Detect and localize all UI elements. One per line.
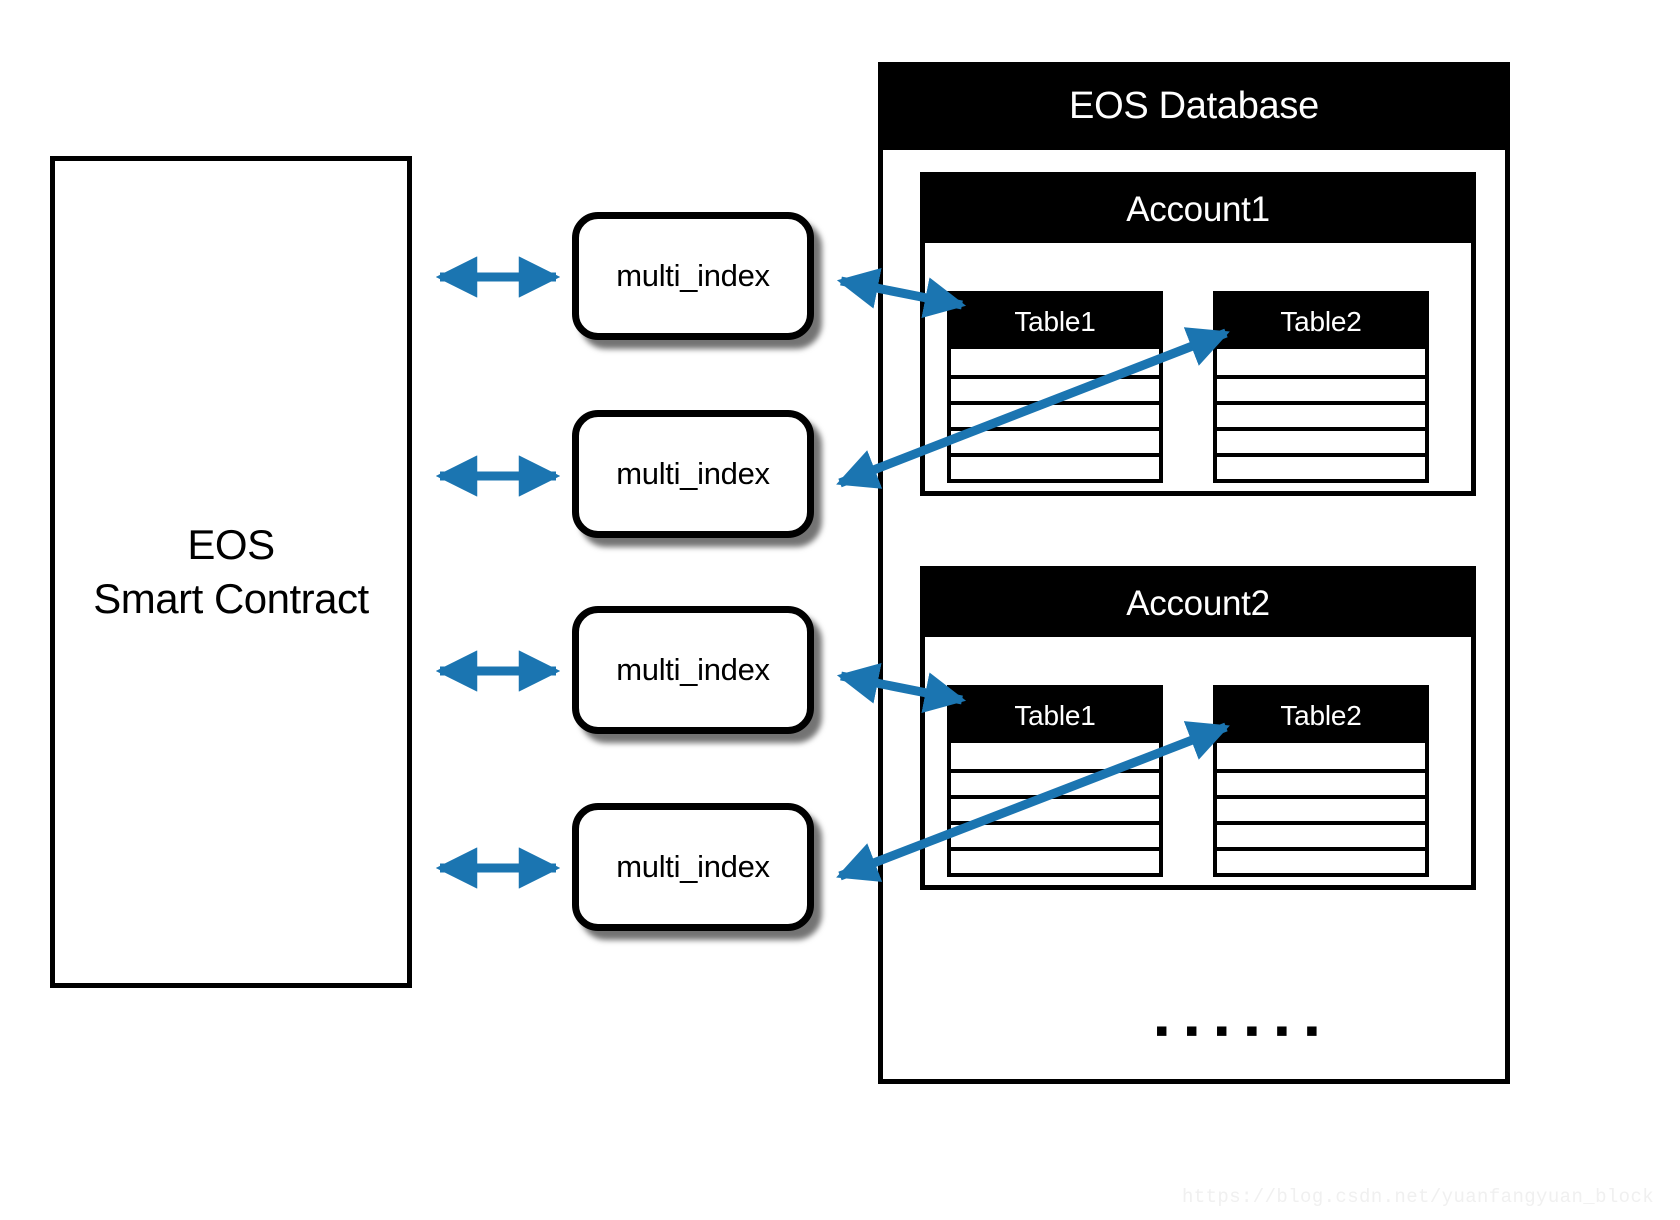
table-row — [1217, 401, 1425, 427]
table-row — [1217, 821, 1425, 847]
table-row — [951, 769, 1159, 795]
account-title-2: Account2 — [925, 571, 1471, 637]
eos-smart-contract-label: EOS Smart Contract — [93, 521, 369, 622]
table-row — [951, 821, 1159, 847]
account1-table1-box[interactable]: Table1 — [947, 291, 1163, 483]
account1-table2-title: Table2 — [1217, 295, 1425, 349]
multi-index-box-3[interactable]: multi_index — [572, 606, 814, 734]
account-body-2: Table1 Table2 — [925, 637, 1471, 885]
table-row — [1217, 375, 1425, 401]
multi-index-box-4[interactable]: multi_index — [572, 803, 814, 931]
multi-index-label-1: multi_index — [616, 258, 770, 293]
account1-table2-box[interactable]: Table2 — [1213, 291, 1429, 483]
table-row — [1217, 427, 1425, 453]
account-panel-1: Account1 Table1 Table2 — [920, 172, 1476, 496]
account2-table2-rows — [1217, 743, 1425, 873]
account-body-1: Table1 Table2 — [925, 243, 1471, 491]
account2-table1-title: Table1 — [951, 689, 1159, 743]
account2-table1-rows — [951, 743, 1159, 873]
table-row — [1217, 769, 1425, 795]
table-row — [951, 453, 1159, 479]
table-row — [951, 427, 1159, 453]
eos-database-title: EOS Database — [878, 62, 1510, 150]
table-row — [1217, 795, 1425, 821]
account1-table2-rows — [1217, 349, 1425, 479]
table-row — [951, 401, 1159, 427]
table-row — [951, 375, 1159, 401]
table-row — [951, 847, 1159, 873]
multi-index-label-2: multi_index — [616, 456, 770, 491]
table-row — [951, 349, 1159, 375]
table-row — [951, 743, 1159, 769]
table-row — [1217, 743, 1425, 769]
account1-table1-title: Table1 — [951, 295, 1159, 349]
table-row — [1217, 847, 1425, 873]
table-row — [1217, 453, 1425, 479]
eos-smart-contract-box: EOS Smart Contract — [50, 156, 412, 988]
table-row — [1217, 349, 1425, 375]
multi-index-box-2[interactable]: multi_index — [572, 410, 814, 538]
account2-table2-box[interactable]: Table2 — [1213, 685, 1429, 877]
multi-index-box-1[interactable]: multi_index — [572, 212, 814, 340]
database-ellipsis: ▪ ▪ ▪ ▪ ▪ ▪ — [1155, 1010, 1322, 1052]
multi-index-label-4: multi_index — [616, 849, 770, 884]
account2-table1-box[interactable]: Table1 — [947, 685, 1163, 877]
source-watermark: https://blog.csdn.net/yuanfangyuan_block — [1182, 1186, 1655, 1208]
account2-table2-title: Table2 — [1217, 689, 1425, 743]
multi-index-label-3: multi_index — [616, 652, 770, 687]
account-title-1: Account1 — [925, 177, 1471, 243]
account1-table1-rows — [951, 349, 1159, 479]
table-row — [951, 795, 1159, 821]
account-panel-2: Account2 Table1 Table2 — [920, 566, 1476, 890]
